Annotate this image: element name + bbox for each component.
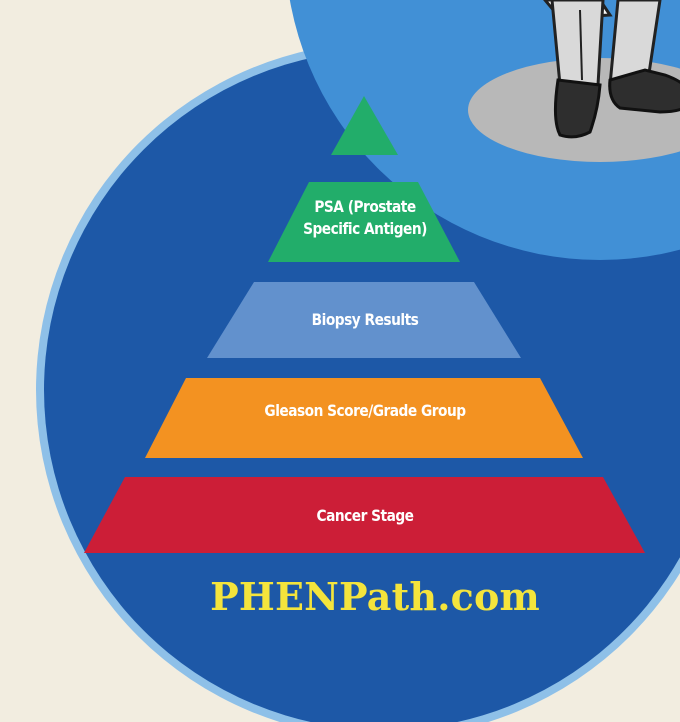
pyramid-tier-psa — [268, 182, 460, 262]
website-link[interactable]: PHENPath.com — [210, 574, 540, 619]
pyramid-tier-gleason — [145, 378, 583, 458]
tier-label-psa: PSA (Prostate Specific Antigen) — [303, 197, 427, 238]
pyramid — [84, 96, 645, 553]
pyramid-tier-biopsy — [207, 282, 521, 358]
doctor-legs-icon — [468, 0, 680, 162]
tier-label-stage: Cancer Stage — [316, 506, 414, 525]
tier-label-gleason: Gleason Score/Grade Group — [264, 401, 466, 420]
tier-label-biopsy: Biopsy Results — [311, 310, 419, 329]
pyramid-tier-top — [331, 96, 398, 155]
pyramid-tier-stage — [84, 477, 645, 553]
